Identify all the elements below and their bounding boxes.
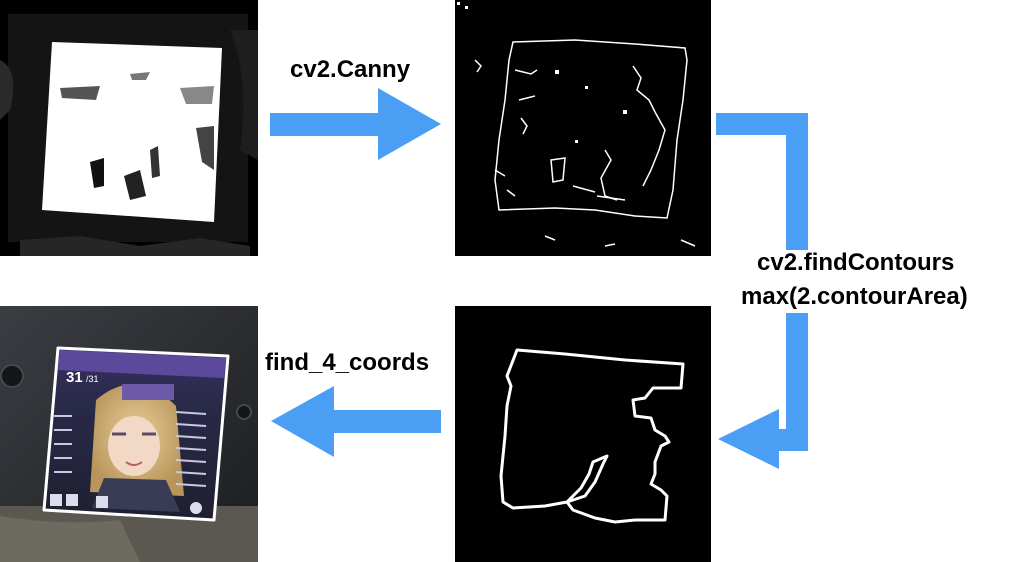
mask-image [0,0,258,256]
canny-edges-image [455,0,711,256]
canny-step-label: cv2.Canny [290,56,411,83]
detected-screen-outline [42,346,230,522]
screen-counter: 31 [66,369,83,386]
canny-edges-panel [455,0,711,256]
device-photo-image: 31 /31 [0,306,258,562]
largest-contour-panel [455,306,711,562]
find-contours-step-label: cv2.findContours [757,249,955,276]
right-arrow [270,88,441,160]
mask-image-panel [0,0,258,256]
find-coords-step-label: find_4_coords [265,349,430,376]
down-path-arrow-upper [716,113,808,250]
left-arrow [271,386,441,457]
down-path-arrow-lower [718,313,808,469]
screen-counter-total: /31 [86,374,99,384]
largest-contour-image [455,306,711,562]
device-photo-panel: 31 /31 [0,306,258,562]
contour-area-step-label: max(2.contourArea) [741,283,968,310]
